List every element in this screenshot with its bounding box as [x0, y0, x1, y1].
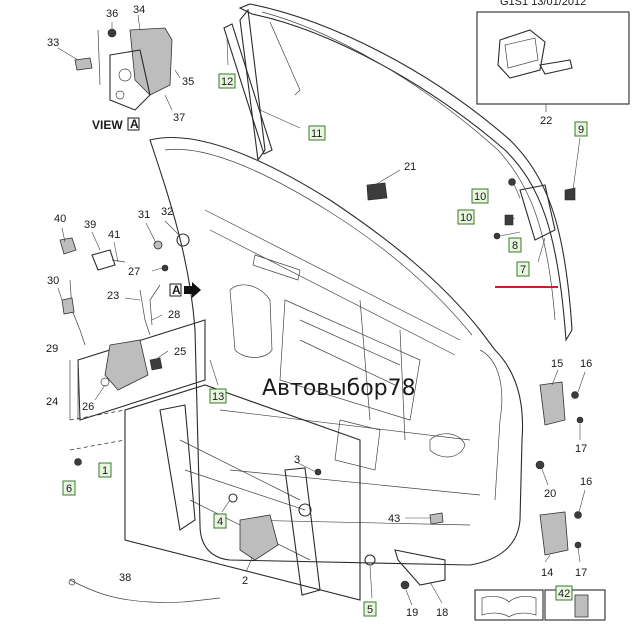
callout-6: 6: [66, 483, 72, 495]
watermark-text: Автовыбор78: [262, 376, 416, 401]
left-small-parts: [59, 233, 190, 346]
callout-27: 27: [128, 266, 140, 278]
regulator-box: [69, 384, 361, 601]
callout-37: 37: [173, 112, 185, 124]
door-panel: [149, 137, 524, 566]
callout-7: 7: [520, 264, 526, 276]
hinges: [364, 381, 584, 590]
callout-25: 25: [174, 346, 186, 358]
callout-29: 29: [46, 343, 58, 355]
callout-14: 14: [541, 567, 553, 579]
header-text: G1S1 13/01/2012: [500, 0, 586, 8]
callout-39: 39: [84, 219, 96, 231]
callout-1: 1: [102, 465, 108, 477]
callout-32: 32: [161, 206, 173, 218]
leader-lines: [57, 14, 586, 606]
callout-26: 26: [82, 401, 94, 413]
manual-book-icon: [474, 589, 606, 621]
callout-42: 42: [558, 588, 570, 600]
callout-23: 23: [107, 290, 119, 302]
callout-19: 19: [406, 607, 418, 619]
callout-9: 9: [578, 124, 584, 136]
callout-20: 20: [544, 488, 556, 500]
callout-28: 28: [168, 309, 180, 321]
callout-31: 31: [138, 209, 150, 221]
callout-24: 24: [46, 396, 58, 408]
callout-12: 12: [221, 76, 233, 88]
callout-10b: 10: [460, 212, 472, 224]
callout-17b: 17: [575, 567, 587, 579]
callout-40: 40: [54, 213, 66, 225]
callout-3: 3: [294, 454, 300, 466]
detail-box-22: [476, 11, 630, 112]
callout-11: 11: [311, 128, 322, 140]
callout-17a: 17: [575, 443, 587, 455]
cable-38: [68, 578, 221, 603]
callout-22: 22: [540, 115, 552, 127]
callout-38: 38: [119, 572, 131, 584]
callout-43: 43: [388, 513, 400, 525]
callout-16b: 16: [580, 476, 592, 488]
callout-4: 4: [217, 516, 223, 528]
callout-16a: 16: [580, 358, 592, 370]
callout-13: 13: [212, 391, 224, 403]
callout-34: 34: [133, 4, 145, 16]
view-letter: A: [130, 117, 139, 131]
callout-30: 30: [47, 275, 59, 287]
view-letter-box: [127, 117, 140, 131]
latch-box: [69, 319, 206, 421]
callout-18: 18: [436, 607, 448, 619]
callout-21: 21: [404, 161, 416, 173]
callout-15: 15: [551, 358, 563, 370]
callout-5: 5: [367, 604, 373, 616]
callout-2: 2: [242, 575, 248, 587]
lock-assembly: [74, 27, 173, 111]
window-channel-12: [223, 23, 273, 155]
callout-36: 36: [106, 8, 118, 20]
callout-33: 33: [47, 37, 59, 49]
callout-35: 35: [182, 76, 194, 88]
view-label: VIEW: [92, 118, 123, 132]
arrow-a: A: [169, 282, 201, 298]
glass-run-parts: [366, 178, 576, 288]
callout-labels: 36 34 33 35 37 12 11 22 9 21 10 10 8 7 4…: [46, 4, 592, 619]
callout-8: 8: [512, 240, 518, 252]
callout-41: 41: [108, 229, 120, 241]
svg-text:A: A: [172, 283, 181, 297]
callout-10a: 10: [474, 191, 486, 203]
